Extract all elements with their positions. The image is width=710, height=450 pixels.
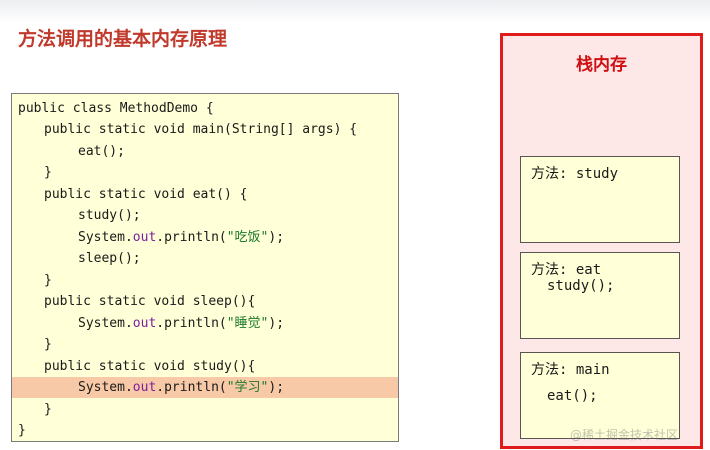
code-text: } xyxy=(44,337,52,352)
code-text: ); xyxy=(268,380,285,395)
code-text: } xyxy=(44,273,52,288)
code-text: sleep(); xyxy=(78,251,141,266)
code-line-14-highlighted: System.out.println("学习"); xyxy=(12,377,398,398)
code-text: eat(); xyxy=(78,144,125,159)
code-string: "学习" xyxy=(226,380,269,395)
code-line-10: public static void sleep(){ xyxy=(12,291,398,312)
top-gradient-band xyxy=(0,0,710,22)
code-text: .println( xyxy=(156,316,227,331)
code-line-9: } xyxy=(12,270,398,291)
code-text: study(); xyxy=(78,208,141,223)
code-string: "吃饭" xyxy=(226,230,269,245)
code-text-out: out xyxy=(132,316,157,331)
code-line-15: } xyxy=(12,399,398,420)
code-panel: public class MethodDemo { public static … xyxy=(11,93,399,442)
code-text-out: out xyxy=(132,230,157,245)
stack-memory-panel: 栈内存 方法: study 方法: eat study(); 方法: main … xyxy=(500,33,703,449)
code-text: } xyxy=(44,402,52,417)
stack-title: 栈内存 xyxy=(576,55,627,75)
code-text: public static void study(){ xyxy=(44,359,256,374)
code-text: public static void main(String[] args) { xyxy=(44,122,358,137)
stack-frame-study: 方法: study xyxy=(520,156,680,243)
code-text: .println( xyxy=(156,380,227,395)
code-text: ); xyxy=(268,230,285,245)
code-text: System. xyxy=(78,316,133,331)
code-line-16: } xyxy=(12,420,398,441)
watermark: @稀土掘金技术社区 xyxy=(570,428,679,442)
stack-frame-main: 方法: main eat(); xyxy=(520,352,680,439)
code-text: public class MethodDemo { xyxy=(18,101,214,116)
code-line-4: } xyxy=(12,162,398,183)
frame-call: eat(); xyxy=(547,388,598,404)
frame-label: 方法: study xyxy=(531,166,619,182)
code-line-12: } xyxy=(12,334,398,355)
code-line-5: public static void eat() { xyxy=(12,184,398,205)
code-text: System. xyxy=(78,230,133,245)
frame-label: 方法: eat xyxy=(531,262,602,278)
code-line-8: sleep(); xyxy=(12,248,398,269)
code-text-out: out xyxy=(132,380,157,395)
code-line-7: System.out.println("吃饭"); xyxy=(12,227,398,248)
code-line-3: eat(); xyxy=(12,141,398,162)
code-line-1: public class MethodDemo { xyxy=(12,98,398,119)
code-text: public static void sleep(){ xyxy=(44,294,256,309)
code-line-13: public static void study(){ xyxy=(12,356,398,377)
code-line-11: System.out.println("睡觉"); xyxy=(12,313,398,334)
code-text: public static void eat() { xyxy=(44,187,248,202)
code-line-2: public static void main(String[] args) { xyxy=(12,119,398,140)
code-text: ); xyxy=(268,316,285,331)
code-string: "睡觉" xyxy=(226,316,269,331)
stack-frame-eat: 方法: eat study(); xyxy=(520,252,680,339)
code-line-6: study(); xyxy=(12,205,398,226)
code-text: .println( xyxy=(156,230,227,245)
slide-title: 方法调用的基本内存原理 xyxy=(18,28,228,50)
code-text: } xyxy=(44,165,52,180)
frame-label: 方法: main xyxy=(531,362,610,378)
code-text: System. xyxy=(78,380,133,395)
frame-call: study(); xyxy=(547,278,615,294)
code-text: } xyxy=(18,423,26,438)
